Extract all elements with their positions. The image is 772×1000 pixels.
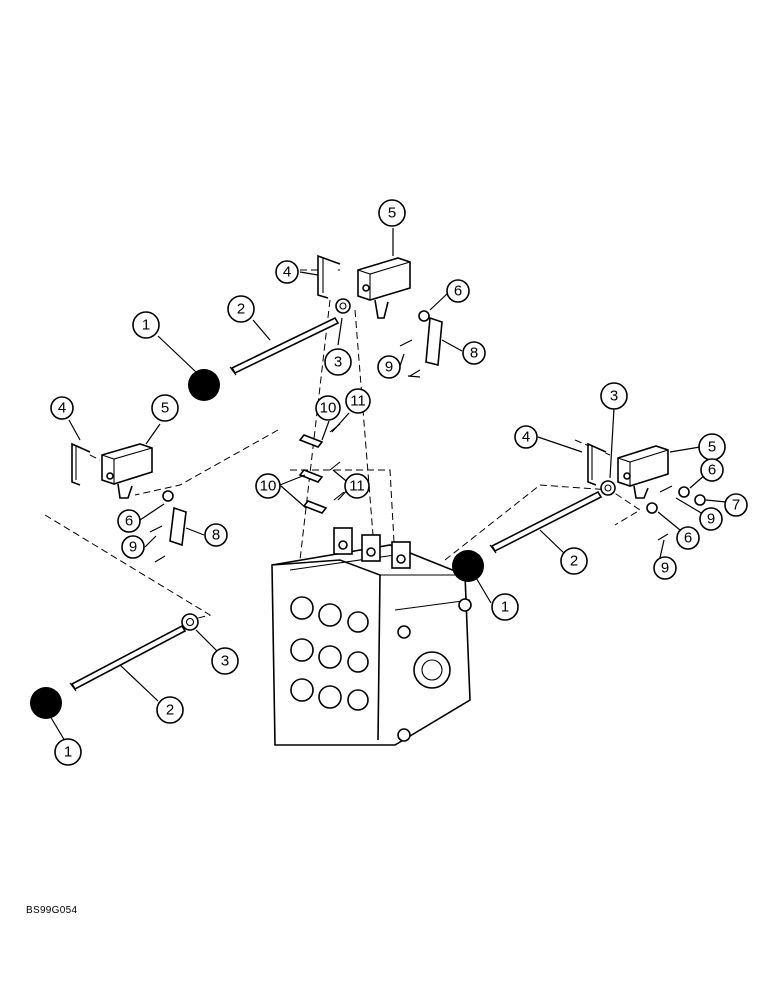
leader-lines [49,228,727,742]
callout-9-top: 9 [377,355,401,379]
right-lever-assembly [452,442,706,582]
svg-text:5: 5 [708,439,716,456]
callout-3-right: 3 [600,382,628,410]
callout-9-left: 9 [121,535,145,559]
control-valve-body [271,527,472,746]
svg-text:10: 10 [320,400,337,417]
callout-3-left-lower: 3 [211,647,239,675]
figure-code: BS99G054 [26,905,78,916]
callout-10-center: 10 [255,473,281,499]
callouts: 5 4 2 6 1 3 8 9 4 5 6 8 9 10 11 10 11 3 … [50,199,748,766]
svg-text:10: 10 [260,478,277,495]
svg-text:6: 6 [708,462,716,479]
callout-10-center-top: 10 [315,395,341,421]
callout-9-right-lower: 9 [653,556,677,580]
svg-text:6: 6 [125,513,133,530]
callout-8-top: 8 [462,341,486,365]
callout-6-right-upper: 6 [700,458,724,482]
svg-text:4: 4 [522,429,530,446]
svg-text:9: 9 [707,511,715,528]
callout-1-right: 1 [491,593,519,621]
svg-text:9: 9 [661,560,669,577]
svg-text:8: 8 [470,345,478,362]
callout-5-right: 5 [698,433,726,461]
callout-11-center: 11 [344,473,370,499]
svg-text:1: 1 [142,317,150,334]
callout-6-left: 6 [117,509,141,533]
callout-5-top: 5 [378,199,406,227]
top-lever-assembly [188,254,443,401]
svg-text:2: 2 [237,301,245,318]
svg-text:4: 4 [58,400,66,417]
svg-text:4: 4 [283,264,291,281]
callout-5-left: 5 [151,394,179,422]
callout-2-right: 2 [560,547,588,575]
callout-11-center-top: 11 [345,388,371,414]
svg-text:1: 1 [64,744,72,761]
svg-text:5: 5 [388,205,396,222]
callout-4-left: 4 [50,396,74,420]
svg-text:8: 8 [212,527,220,544]
callout-8-left: 8 [204,523,228,547]
callout-2-left-lower: 2 [156,696,184,724]
svg-text:1: 1 [501,599,509,616]
callout-4-right: 4 [514,425,538,449]
knob-top [188,369,220,401]
left-lever-assembly [30,442,199,719]
callout-3-top: 3 [324,348,352,376]
svg-text:9: 9 [385,359,393,376]
svg-text:3: 3 [334,354,342,371]
callout-9-right-upper: 9 [699,507,723,531]
svg-text:11: 11 [349,478,365,495]
svg-text:6: 6 [454,283,462,300]
callout-2-top: 2 [227,295,255,323]
callout-1-left-lower: 1 [54,738,82,766]
knob-right [452,550,484,582]
knob-left [30,687,62,719]
svg-text:3: 3 [221,653,229,670]
callout-7-right: 7 [724,493,748,517]
svg-text:6: 6 [684,530,692,547]
svg-text:2: 2 [166,702,174,719]
svg-text:5: 5 [161,400,169,417]
svg-text:11: 11 [350,393,366,410]
svg-text:2: 2 [570,553,578,570]
callout-4-top: 4 [275,260,299,284]
callout-6-top: 6 [446,279,470,303]
svg-text:3: 3 [610,388,618,405]
callout-1-top: 1 [132,311,160,339]
svg-text:9: 9 [129,539,137,556]
svg-text:7: 7 [732,497,740,514]
callout-6-right-lower: 6 [676,526,700,550]
